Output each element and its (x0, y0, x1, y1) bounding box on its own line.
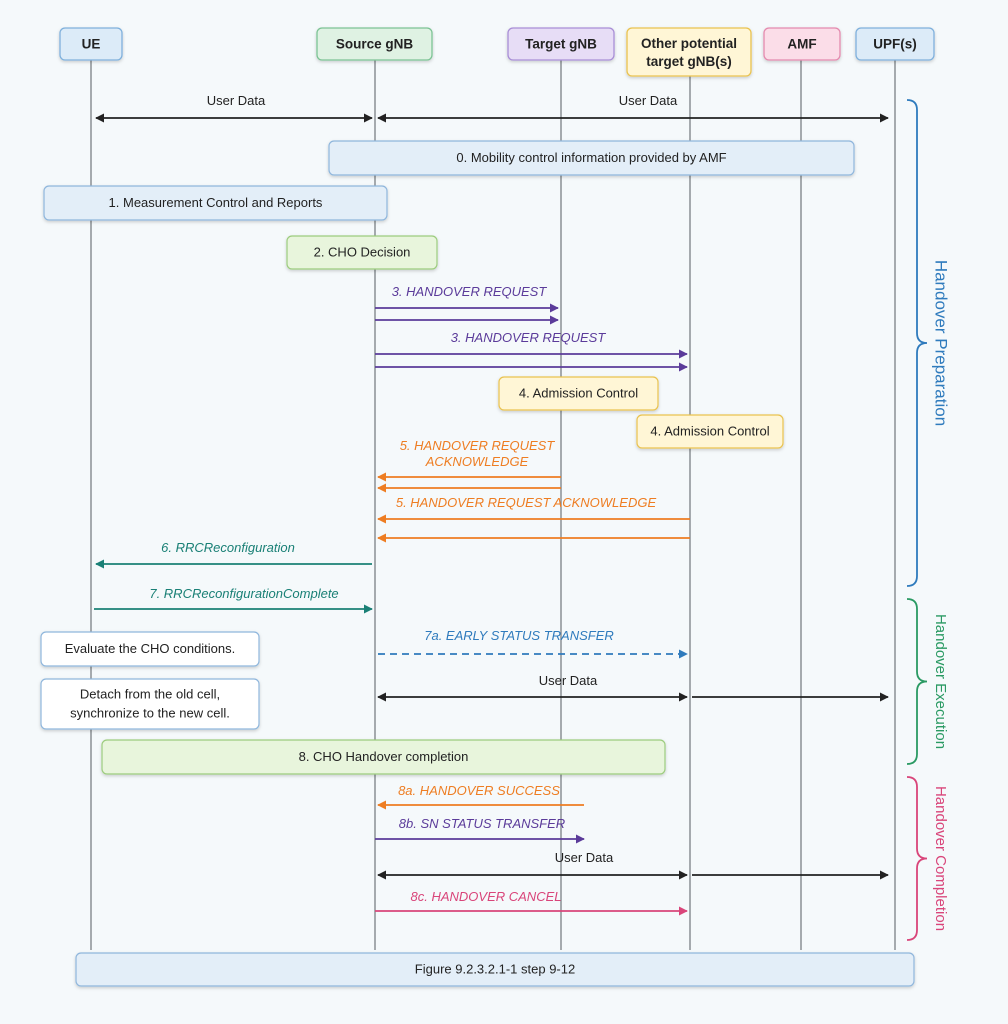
phase-label-execution: Handover Execution (932, 614, 949, 749)
box-measurement: 1. Measurement Control and Reports (43, 185, 388, 221)
message-label-ho-cancel: 8c. HANDOVER CANCEL (411, 889, 562, 904)
message-label-user-data-exec: User Data (539, 673, 598, 688)
message-label-user-data-completion: User Data (555, 850, 614, 865)
entity-amf: AMF (763, 27, 841, 61)
message-ho-request-target: 3. HANDOVER REQUEST (375, 284, 559, 325)
phase-brace-execution (906, 598, 928, 765)
entity-label-target: Target gNB (525, 37, 597, 52)
box-label-cho-decision: 2. CHO Decision (314, 245, 411, 260)
entity-label-amf: AMF (787, 37, 816, 52)
message-label-user-data-source-upf: User Data (619, 93, 678, 108)
box-figure-caption: Figure 9.2.3.2.1-1 step 9-12 (75, 952, 915, 987)
message-label-ho-ack-other: 5. HANDOVER REQUEST ACKNOWLEDGE (396, 495, 657, 510)
phase-label-preparation: Handover Preparation (932, 260, 951, 426)
entity-label-ue: UE (82, 37, 101, 52)
message-label-sn-status: 8b. SN STATUS TRANSFER (399, 816, 565, 831)
entity-target: Target gNB (507, 27, 615, 61)
message-label-ho-success: 8a. HANDOVER SUCCESS (398, 783, 560, 798)
box-label-admission-other: 4. Admission Control (650, 424, 769, 439)
entity-source: Source gNB (316, 27, 433, 61)
box-cho-completion: 8. CHO Handover completion (101, 739, 666, 775)
message-label-ho-request-target: 3. HANDOVER REQUEST (392, 284, 548, 299)
box-label-cho-completion: 8. CHO Handover completion (299, 749, 469, 764)
message-rrc-complete: 7. RRCReconfigurationComplete (94, 586, 373, 614)
box-mobility-control: 0. Mobility control information provided… (328, 140, 855, 176)
message-user-data-source-upf: User Data (377, 93, 889, 123)
phase-brace-preparation (906, 99, 928, 587)
message-rrc-reconfig: 6. RRCReconfiguration (95, 540, 372, 569)
message-label-ho-request-other: 3. HANDOVER REQUEST (451, 330, 607, 345)
message-sn-status: 8b. SN STATUS TRANSFER (375, 816, 585, 844)
message-ho-request-other: 3. HANDOVER REQUEST (375, 330, 688, 372)
box-label-evaluate-cho: Evaluate the CHO conditions. (65, 641, 236, 656)
message-ho-ack-other: 5. HANDOVER REQUEST ACKNOWLEDGE (377, 495, 690, 543)
message-user-data-ue-source: User Data (95, 93, 373, 123)
box-cho-decision: 2. CHO Decision (286, 235, 438, 270)
box-detach: Detach from the old cell,synchronize to … (40, 678, 260, 730)
box-label-mobility-control: 0. Mobility control information provided… (456, 150, 726, 165)
message-label-early-status: 7a. EARLY STATUS TRANSFER (424, 628, 614, 643)
message-label-user-data-ue-source: User Data (207, 93, 266, 108)
box-label-admission-target: 4. Admission Control (519, 386, 638, 401)
message-ho-cancel: 8c. HANDOVER CANCEL (375, 889, 688, 916)
box-admission-target: 4. Admission Control (498, 376, 659, 411)
message-ho-success: 8a. HANDOVER SUCCESS (377, 783, 584, 810)
entity-label-upf: UPF(s) (873, 37, 917, 52)
message-user-data-exec: User Data (377, 673, 688, 702)
entity-label-source: Source gNB (336, 37, 414, 52)
entity-upf: UPF(s) (855, 27, 935, 61)
phase-label-completion: Handover Completion (932, 786, 949, 931)
box-evaluate-cho: Evaluate the CHO conditions. (40, 631, 260, 667)
entity-ue: UE (59, 27, 123, 61)
message-user-data-completion: User Data (377, 850, 688, 880)
box-label-figure-caption: Figure 9.2.3.2.1-1 step 9-12 (415, 962, 575, 977)
box-label-measurement: 1. Measurement Control and Reports (109, 195, 323, 210)
message-early-status: 7a. EARLY STATUS TRANSFER (378, 628, 688, 659)
box-label-detach: Detach from the old cell,synchronize to … (70, 687, 230, 721)
phase-brace-completion (906, 776, 928, 941)
box-admission-other: 4. Admission Control (636, 414, 784, 449)
message-label-rrc-reconfig: 6. RRCReconfiguration (161, 540, 295, 555)
message-label-rrc-complete: 7. RRCReconfigurationComplete (149, 586, 338, 601)
